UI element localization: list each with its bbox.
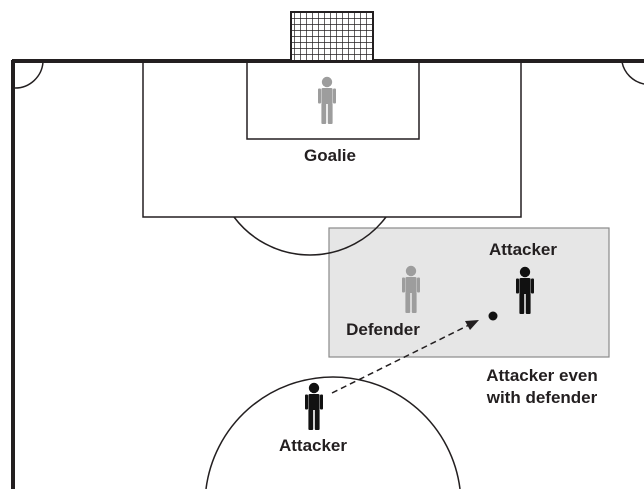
attacker-right-label: Attacker (489, 240, 557, 259)
pass-arrow (331, 320, 479, 394)
highlight-zone (328, 227, 610, 358)
defender-label: Defender (346, 320, 420, 339)
goal-net-icon (290, 11, 374, 62)
goal-area (246, 62, 420, 140)
goalie-label: Goalie (304, 146, 356, 165)
penalty-area (142, 62, 522, 218)
ball-icon (488, 311, 498, 321)
corner-arc-right (621, 61, 644, 85)
note-line-2: with defender (486, 388, 598, 407)
corner-arc-left (14, 61, 44, 89)
goalie-icon (318, 76, 336, 124)
attacker-bottom-icon (305, 382, 323, 430)
note-line-1: Attacker even (486, 366, 598, 385)
penalty-arc (233, 216, 387, 256)
center-circle (205, 376, 461, 489)
attacker-bottom-label: Attacker (279, 436, 347, 455)
